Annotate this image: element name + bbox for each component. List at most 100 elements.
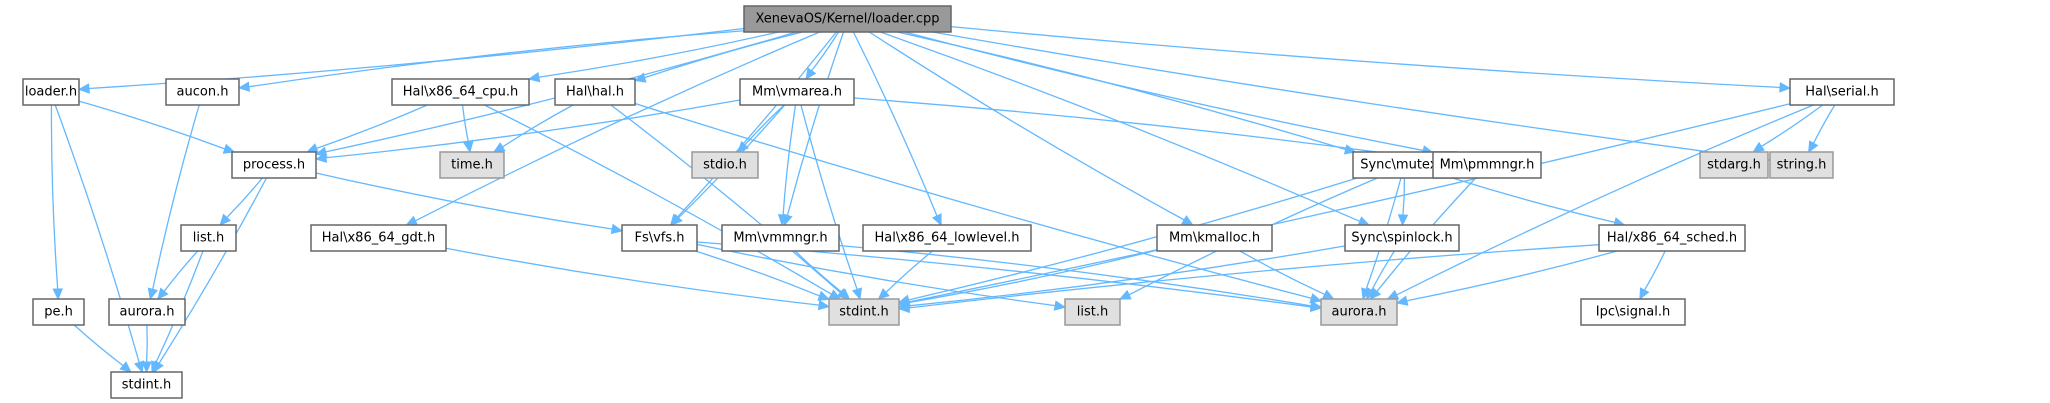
node-list-h1[interactable]: list.h — [180, 224, 237, 252]
edge-root-to-aucon_h — [237, 30, 745, 92]
edge-line — [1452, 177, 1615, 223]
edge-process_h-to-list_h1 — [219, 177, 263, 226]
node-ipc-signal[interactable]: Ipc\signal.h — [1580, 298, 1686, 326]
edge-mm_vmarea-to-process_h — [314, 99, 741, 163]
edge-line — [315, 172, 613, 230]
edge-line — [325, 99, 741, 159]
node-box — [721, 224, 840, 252]
arrowhead-icon — [314, 152, 328, 163]
arrowhead-icon — [147, 287, 158, 301]
node-box — [1769, 151, 1834, 179]
node-stdint-h2: stdint.h — [828, 298, 900, 326]
node-box — [439, 151, 505, 179]
node-hal-gdt[interactable]: Hal\x86_64_gdt.h — [310, 224, 447, 252]
edge-hal_serial-to-string_h — [1808, 104, 1836, 154]
node-pe-h[interactable]: pe.h — [32, 298, 85, 326]
edge-line — [158, 177, 268, 364]
node-label: aucon.h — [177, 85, 229, 100]
edge-hal_cpu-to-time_h — [461, 104, 474, 154]
node-box — [1789, 78, 1895, 106]
node-fs-vfs[interactable]: Fs\vfs.h — [621, 224, 698, 252]
edge-line — [932, 31, 1761, 160]
node-box — [1580, 298, 1686, 326]
node-label: time.h — [451, 158, 493, 173]
arrowhead-icon — [817, 299, 831, 311]
arrowhead-icon — [1779, 82, 1792, 93]
arrowhead-icon — [151, 360, 161, 374]
edge-line — [445, 247, 820, 306]
node-loader-h[interactable]: loader.h — [22, 78, 80, 106]
node-box — [108, 298, 186, 326]
node-box — [32, 298, 85, 326]
node-mm-pmmngr[interactable]: Mm\pmmngr.h — [1432, 151, 1542, 179]
node-hal-hal[interactable]: Hal\hal.h — [554, 78, 636, 106]
arrowhead-icon — [837, 288, 851, 300]
node-aurora-h1[interactable]: aurora.h — [108, 298, 186, 326]
node-stdarg-h: stdarg.h — [1699, 151, 1769, 179]
edge-line — [908, 103, 1791, 303]
arrowhead-icon — [805, 67, 817, 81]
edge-line — [50, 104, 59, 290]
arrowhead-icon — [219, 213, 232, 226]
node-label: list.h — [193, 231, 224, 246]
node-hal-serial[interactable]: Hal\serial.h — [1789, 78, 1895, 106]
edge-line — [484, 104, 832, 295]
node-box — [621, 224, 698, 252]
node-process-h[interactable]: process.h — [231, 151, 317, 179]
edge-line — [838, 244, 1312, 307]
edge-fs_vfs-to-list_h2 — [696, 243, 1067, 311]
node-aucon-h[interactable]: aucon.h — [165, 78, 240, 106]
node-aurora-h2: aurora.h — [1320, 298, 1398, 326]
arrowhead-icon — [1395, 295, 1409, 306]
edge-line — [1761, 104, 1824, 147]
node-box — [1598, 224, 1746, 252]
node-mm-vmarea[interactable]: Mm\vmarea.h — [739, 78, 855, 106]
node-stdint-h1[interactable]: stdint.h — [110, 371, 183, 399]
node-hal-lowlevel[interactable]: Hal\x86_64_lowlevel.h — [862, 224, 1032, 252]
arrowhead-icon — [463, 140, 474, 154]
edge-loader_h-to-pe_h — [50, 104, 63, 301]
edge-line — [152, 104, 200, 290]
edge-line — [676, 31, 837, 218]
edge-sync_mutex-to-hal_sched — [1452, 177, 1626, 228]
node-mm-vmmngr[interactable]: Mm\vmmngr.h — [721, 224, 840, 252]
arrowhead-icon — [1309, 300, 1323, 312]
edge-hal_cpu-to-stdint_h2 — [484, 104, 842, 300]
arrowhead-icon — [1180, 215, 1194, 226]
arrowhead-icon — [1386, 289, 1400, 300]
node-box — [828, 298, 900, 326]
node-hal-cpu[interactable]: Hal\x86_64_cpu.h — [391, 78, 530, 106]
arrowhead-icon — [77, 83, 90, 94]
arrowhead-icon — [52, 288, 63, 301]
edge-line — [248, 30, 745, 88]
node-box — [1156, 224, 1273, 252]
node-label: XenevaOS/Kernel/loader.cpp — [755, 12, 939, 27]
edge-line — [885, 250, 933, 293]
arrowhead-icon — [133, 360, 145, 374]
node-list-h2: list.h — [1064, 298, 1121, 326]
edge-line — [908, 244, 1600, 309]
edge-root-to-mm_pmmngr — [904, 31, 1435, 156]
edge-hal_gdt-to-stdint_h2 — [445, 247, 831, 311]
edge-line — [852, 31, 938, 217]
node-label: process.h — [243, 158, 305, 173]
node-root[interactable]: XenevaOS/Kernel/loader.cpp — [743, 5, 952, 33]
node-sync-spinlock[interactable]: Sync\spinlock.h — [1344, 224, 1460, 252]
edge-root-to-mm_vmarea — [805, 31, 840, 81]
node-label: Hal\hal.h — [566, 85, 624, 100]
edge-hal_serial-to-stdarg_h — [1752, 104, 1824, 153]
node-label: Mm\vmarea.h — [752, 85, 842, 100]
edge-root-to-hal_cpu — [527, 31, 779, 83]
node-box — [743, 5, 952, 33]
node-hal-sched[interactable]: Hal/x86_64_sched.h — [1598, 224, 1746, 252]
node-label: Hal\x86_64_lowlevel.h — [875, 231, 1020, 246]
edge-line — [696, 243, 1056, 307]
edge-line — [880, 31, 1361, 222]
nodes-layer: XenevaOS/Kernel/loader.cpp loader.h aucon.… — [22, 5, 1895, 399]
arrowhead-icon — [1808, 140, 1819, 154]
edge-root-to-hal_serial — [950, 25, 1792, 93]
edge-line — [54, 104, 140, 363]
edge-line — [163, 250, 199, 292]
node-mm-kmalloc[interactable]: Mm\kmalloc.h — [1156, 224, 1273, 252]
edge-sync_mutex-to-sync_spinlock — [1397, 177, 1409, 227]
